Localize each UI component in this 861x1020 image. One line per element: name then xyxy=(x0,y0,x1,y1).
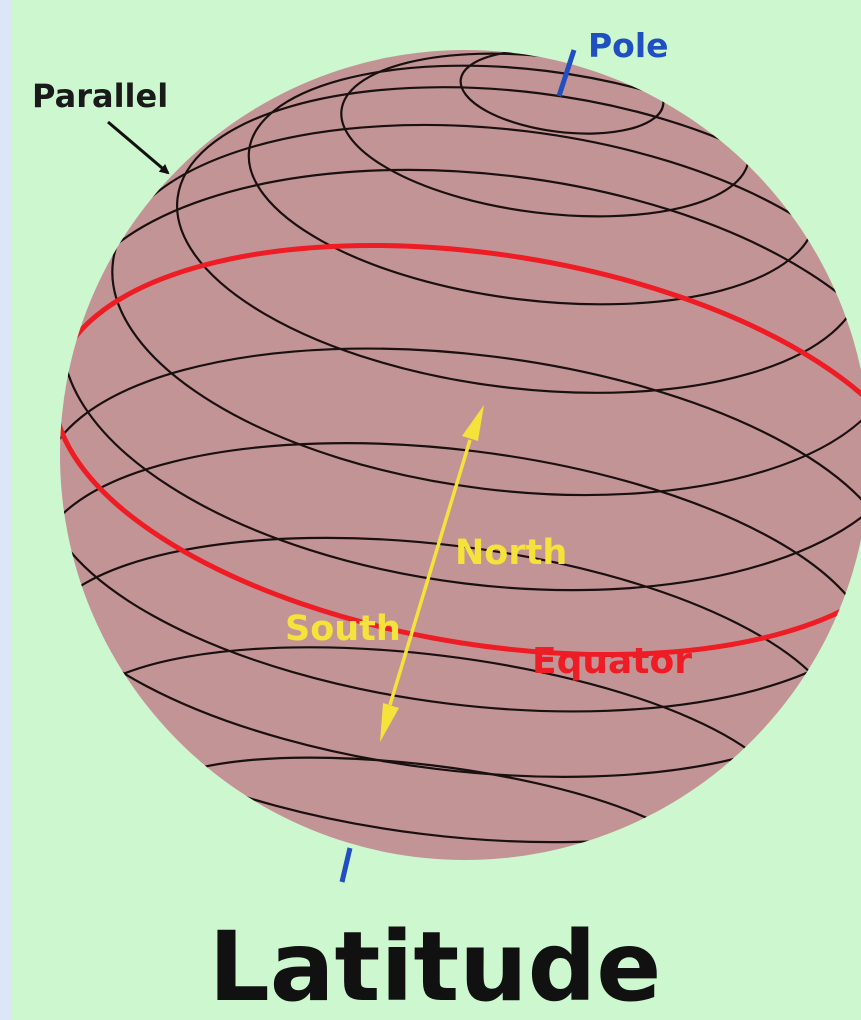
parallel-line xyxy=(60,347,861,713)
equator-label: Equator xyxy=(532,641,692,682)
south-arrowhead xyxy=(380,703,399,742)
north-south-arrow xyxy=(380,405,484,742)
south-label: South xyxy=(285,609,401,649)
title-label: Latitude xyxy=(209,911,662,1020)
parallel-label: Parallel xyxy=(32,77,168,115)
north-arrowhead xyxy=(462,405,484,441)
south-pole-marker xyxy=(339,847,353,883)
parallel-pointer-arrow xyxy=(107,120,170,175)
parallel-line xyxy=(175,86,861,394)
north-label: North xyxy=(455,533,567,573)
parallel-line xyxy=(60,442,861,778)
parallel-line xyxy=(111,123,861,497)
north-pole-marker xyxy=(556,49,577,97)
equator-group xyxy=(60,242,861,658)
pole-label: Pole xyxy=(588,26,669,65)
equator-line xyxy=(60,242,861,658)
